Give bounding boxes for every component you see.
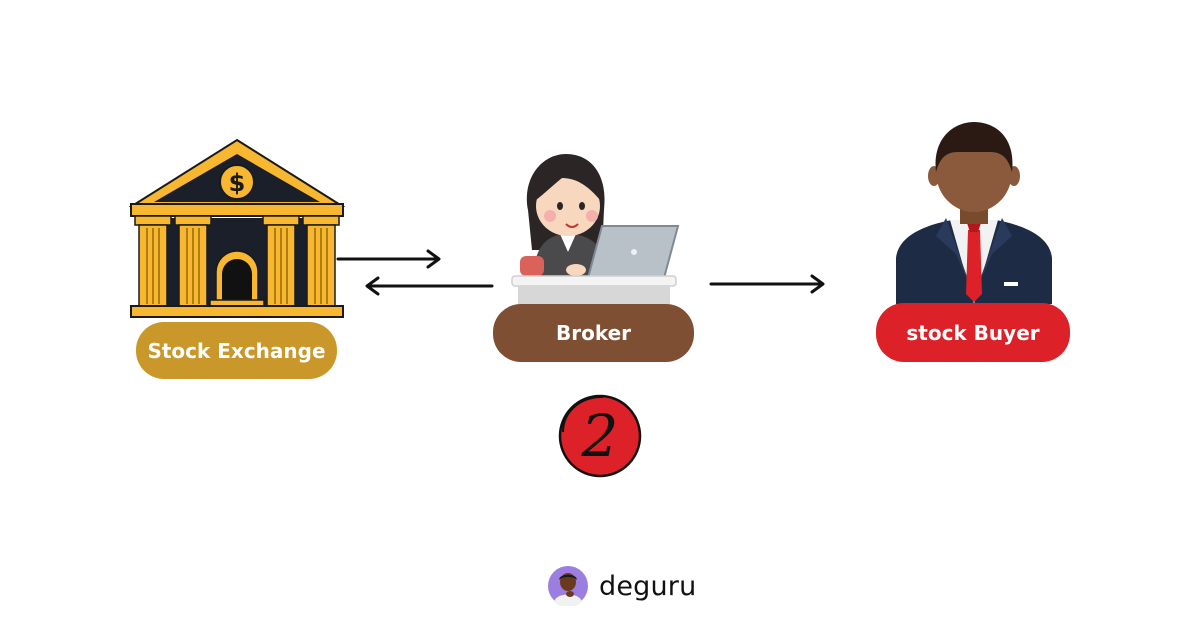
avatar-icon bbox=[548, 566, 588, 606]
step-badge-circle bbox=[558, 394, 642, 478]
svg-text:$: $ bbox=[229, 169, 246, 197]
stock-exchange-label-text: Stock Exchange bbox=[147, 338, 326, 363]
broker-label: Broker bbox=[493, 304, 694, 362]
brand-logo: deguru bbox=[548, 566, 696, 606]
arrow-broker-to-buyer bbox=[709, 274, 825, 294]
step-badge-number: 2 bbox=[581, 402, 619, 470]
brand-name: deguru bbox=[599, 570, 697, 602]
arrow-exchange-to-broker bbox=[336, 249, 441, 269]
arrow-broker-to-exchange bbox=[365, 276, 494, 296]
businessman-icon bbox=[896, 122, 1052, 304]
stock-buyer-label-text: stock Buyer bbox=[906, 320, 1040, 345]
connector-arrows bbox=[336, 249, 825, 296]
broker-label-text: Broker bbox=[555, 321, 632, 345]
stock-buyer-label: stock Buyer bbox=[876, 303, 1070, 362]
step-number-badge: 2 bbox=[555, 392, 645, 480]
broker-at-laptop-icon bbox=[511, 154, 680, 304]
stock-exchange-label: Stock Exchange bbox=[136, 322, 337, 379]
bank-building-icon: $ bbox=[128, 138, 346, 318]
